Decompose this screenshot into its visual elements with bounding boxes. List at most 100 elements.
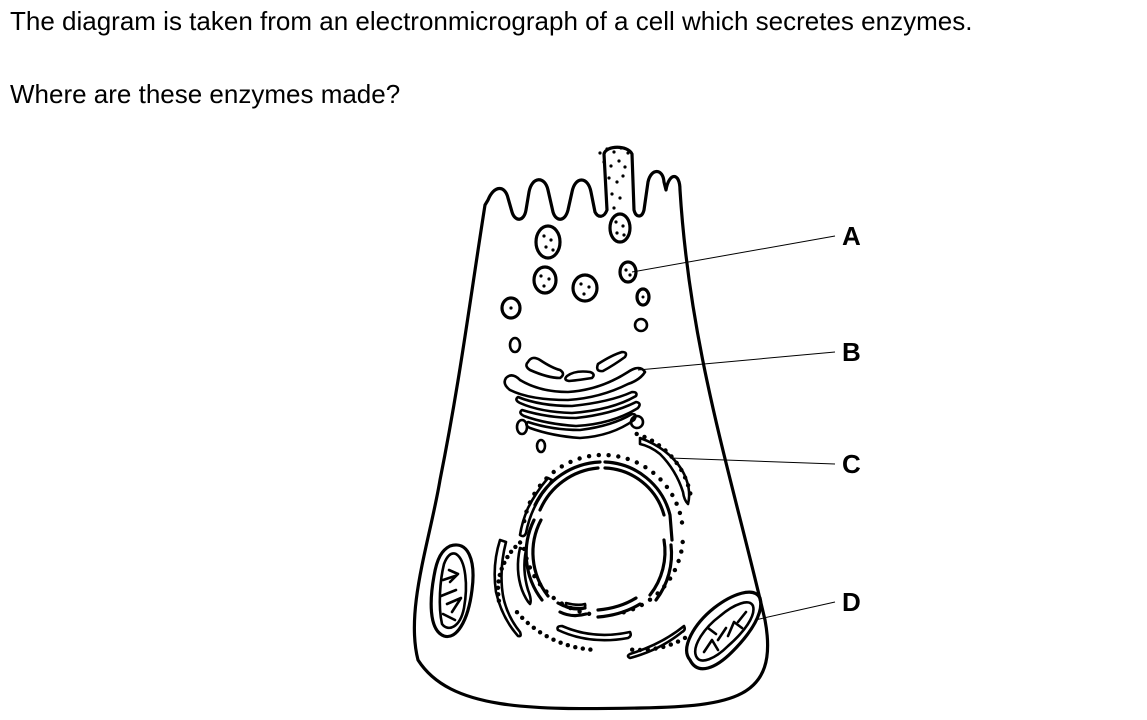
ribosome-dot	[647, 597, 653, 602]
ribosome-dot	[513, 544, 518, 550]
ribosome-dot	[508, 549, 514, 554]
vesicle-4	[500, 296, 522, 320]
ribosomes	[495, 431, 693, 653]
question-text-line-1: The diagram is taken from an electronmic…	[10, 6, 973, 36]
ribosome-dot	[679, 549, 684, 554]
ribosome-dot	[679, 520, 685, 525]
ribosome-dot	[499, 566, 504, 571]
ribosome-dot	[497, 572, 502, 578]
vesicle-5	[635, 287, 651, 307]
leader-line-c	[669, 457, 836, 465]
ribosome-dot	[524, 556, 529, 561]
ribosome-dot	[656, 443, 662, 448]
question-text-line-2: Where are these enzymes made?	[10, 79, 401, 109]
vesicle-3	[571, 273, 599, 303]
ribosome-dot	[514, 610, 520, 615]
ribosome-dot	[544, 476, 549, 481]
ribosome-dot	[524, 509, 529, 514]
ribosome-dot	[672, 567, 678, 573]
ribosome-dot	[558, 640, 563, 645]
label-a: A	[842, 221, 861, 251]
ribosome-dot	[522, 546, 527, 552]
ribosome-dot	[682, 475, 688, 480]
ribosome-dot	[639, 602, 644, 608]
label-b: B	[842, 337, 861, 367]
ribosome-dot	[577, 456, 582, 461]
mitochondrion-left	[429, 543, 475, 639]
ribosome-dot	[655, 591, 660, 596]
ribosome-dot	[643, 465, 648, 470]
ribosome-dot	[653, 646, 658, 651]
ribosome-dot	[505, 554, 510, 560]
ribosome-dot	[502, 560, 507, 565]
ribosome-dot	[527, 500, 533, 505]
golgi-apparatus	[503, 350, 647, 440]
apical-vesicle	[608, 212, 632, 244]
ribosome-dot	[532, 491, 537, 496]
ribosome-dot	[568, 605, 573, 611]
ribosome-dot	[634, 431, 639, 437]
leader-line-b	[637, 351, 836, 371]
ribosome-dot	[670, 492, 675, 498]
ribosome-dot	[586, 454, 592, 459]
ribosome-dot	[674, 501, 679, 506]
small-vesicle	[508, 336, 522, 354]
ribosome-dot	[532, 574, 537, 579]
ribosome-dot	[651, 470, 656, 475]
ribosome-dot	[577, 609, 582, 614]
ribosome-dot	[586, 611, 592, 616]
ribosome-dot	[674, 460, 679, 466]
ribosome-dot	[496, 598, 502, 603]
ribosome-dot	[682, 635, 688, 641]
rough-endoplasmic-reticulum	[493, 436, 691, 660]
ribosome-dot	[596, 452, 601, 458]
small-vesicle	[515, 418, 529, 436]
ribosome-dot	[630, 607, 636, 612]
ribosome-dot	[667, 576, 673, 581]
ribosome-dot	[537, 582, 543, 587]
ribosome-dot	[625, 456, 630, 462]
ribosome-dot	[517, 540, 523, 545]
ribosome-dot	[531, 625, 536, 630]
ribosome-dot	[525, 620, 530, 626]
ribosome-dot	[495, 585, 501, 590]
ribosome-dot	[642, 434, 647, 440]
ribosome-dot	[663, 448, 668, 453]
leader-line-d	[754, 601, 836, 621]
vesicle-a	[618, 260, 638, 284]
ribosome-dot	[537, 630, 543, 635]
ribosome-dot	[621, 610, 626, 615]
ribosome-dot	[677, 510, 683, 516]
ribosome-dot	[568, 459, 573, 465]
ribosome-dot	[675, 639, 681, 644]
ribosome-dot	[649, 438, 655, 443]
ribosome-dot	[662, 584, 667, 589]
ribosome-dot	[580, 646, 585, 651]
vesicle-2	[532, 265, 558, 295]
ribosome-dot	[551, 469, 556, 475]
small-vesicle	[535, 438, 547, 454]
ribosome-dot	[588, 647, 593, 652]
ribosome-dot	[565, 643, 570, 648]
ribosome-dot	[544, 589, 549, 594]
ribosome-dot	[559, 464, 564, 469]
vesicle-1	[534, 224, 562, 260]
ribosome-dot	[544, 634, 549, 639]
ribosome-dot	[616, 454, 621, 459]
ribosome-dot	[573, 645, 578, 650]
ribosome-dot	[606, 453, 611, 458]
ribosome-dot	[679, 467, 684, 473]
ribosome-dot	[496, 592, 501, 597]
ribosome-dot	[680, 539, 685, 545]
ribosome-dot	[645, 647, 650, 652]
secretion-plume	[598, 146, 630, 210]
label-d: D	[842, 587, 861, 617]
ribosome-dot	[520, 615, 525, 620]
nucleus	[524, 460, 674, 619]
cell-membrane	[412, 145, 770, 711]
ribosome-dot	[658, 477, 663, 482]
ribosome-dot	[685, 483, 691, 488]
ribosome-dot	[537, 483, 543, 488]
ribosome-dot	[527, 565, 533, 570]
mitochondrion-d	[685, 590, 763, 671]
